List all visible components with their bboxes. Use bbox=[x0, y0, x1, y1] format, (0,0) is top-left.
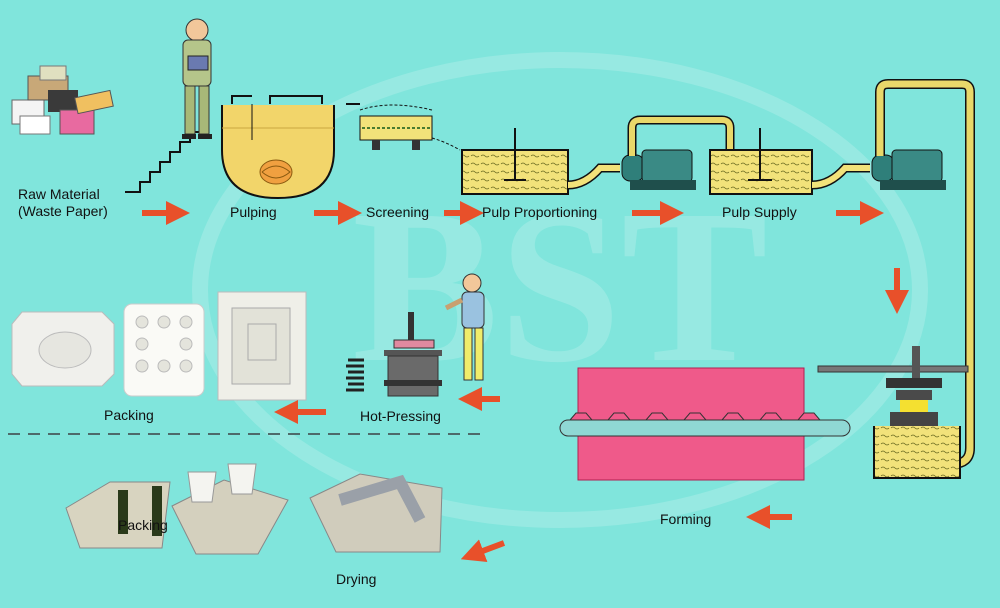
supply-tank-icon bbox=[709, 128, 813, 195]
screen-icon bbox=[346, 103, 461, 151]
pipe-2 bbox=[811, 163, 870, 190]
stage-label-forming: Forming bbox=[660, 511, 712, 527]
stage-label-packing-bottom: Packing bbox=[118, 517, 168, 533]
molded-tray-product-icon bbox=[11, 291, 307, 401]
stage-label-pulping: Pulping bbox=[230, 204, 277, 220]
spring-stack-icon bbox=[346, 358, 364, 392]
molded-insert-icon bbox=[309, 473, 443, 553]
waste-paper-bundle-icon bbox=[11, 65, 114, 135]
stage-label-pulp-proportioning: Pulp Proportioning bbox=[482, 204, 598, 220]
pump-icon bbox=[871, 79, 975, 469]
hot-press-icon bbox=[384, 312, 442, 397]
pipe-1 bbox=[567, 163, 620, 190]
stage-label-screening: Screening bbox=[366, 204, 430, 220]
stage-label-raw-material: Raw Material (Waste Paper) bbox=[18, 186, 108, 220]
cup-holder-icon bbox=[171, 463, 289, 555]
stage-label-hot-pressing: Hot-Pressing bbox=[360, 408, 441, 424]
flow-arrows bbox=[142, 201, 909, 563]
stage-label-drying: Drying bbox=[336, 571, 377, 587]
proportioning-tank-icon bbox=[461, 128, 569, 195]
egg-tray-icon bbox=[65, 481, 171, 549]
pump-icon bbox=[621, 115, 735, 190]
worker-icon bbox=[182, 18, 212, 139]
conveyor-oven-icon bbox=[559, 367, 851, 481]
stage-label-pulp-supply: Pulp Supply bbox=[722, 204, 797, 220]
raw-material-line2: (Waste Paper) bbox=[18, 203, 108, 219]
raw-material-line1: Raw Material bbox=[18, 186, 100, 202]
arrow-to-drying bbox=[460, 539, 506, 563]
mold-press-icon bbox=[817, 346, 969, 479]
pulper-tank-icon bbox=[221, 95, 335, 200]
stage-label-packing-top: Packing bbox=[104, 407, 154, 423]
operator-icon bbox=[444, 273, 485, 381]
